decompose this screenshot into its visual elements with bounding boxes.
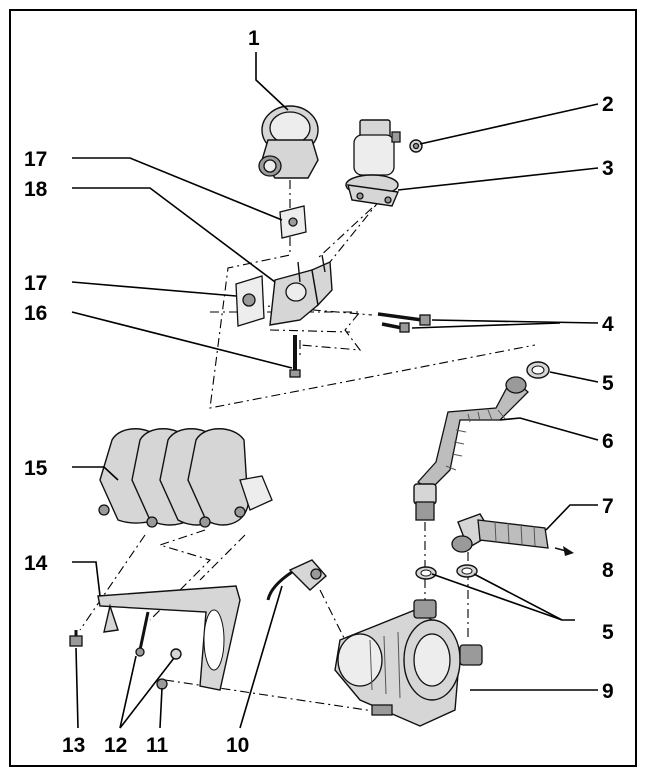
part-3-solenoid-valve (345, 119, 401, 207)
callout-12: 12 (104, 734, 127, 757)
fasteners-11-12-13 (69, 611, 182, 690)
callout-8: 8 (602, 559, 614, 582)
part-1-combination-valve (258, 105, 319, 179)
part-17-upper-gasket (279, 205, 307, 239)
callout-10: 10 (226, 734, 249, 757)
part-5-lower-seals (415, 564, 478, 580)
callout-2: 2 (602, 93, 614, 116)
part-9-air-pump (334, 599, 483, 727)
callout-3: 3 (602, 157, 614, 180)
part-7-hose (451, 513, 549, 553)
callout-6: 6 (602, 430, 614, 453)
callout-17-lower: 17 (24, 272, 47, 295)
callout-5-upper: 5 (602, 372, 614, 395)
callout-labels: 1 2 3 4 5 6 7 8 5 9 10 11 12 13 14 15 16… (24, 27, 614, 757)
callout-9: 9 (602, 680, 614, 703)
callout-15: 15 (24, 457, 48, 480)
callout-11: 11 (146, 734, 169, 757)
part-10-wiring-connector (266, 559, 327, 601)
part-17-lower-gasket (235, 275, 265, 327)
part-4-bolts (377, 312, 431, 333)
assembly-lines (79, 180, 536, 713)
part-6-corrugated-hose (413, 376, 529, 521)
callout-1: 1 (248, 27, 260, 50)
callout-7: 7 (602, 495, 614, 518)
callout-13: 13 (62, 734, 85, 757)
part-2-nut (409, 139, 423, 153)
part-15-intake-manifold (98, 428, 273, 528)
callout-16: 16 (24, 302, 47, 325)
callout-5-lower: 5 (602, 621, 614, 644)
part-16-bolt (289, 335, 301, 378)
callout-14: 14 (24, 552, 48, 575)
callout-17-upper: 17 (24, 148, 47, 171)
leader-lines (71, 52, 599, 729)
callout-4: 4 (602, 313, 614, 336)
diagram-frame (9, 9, 637, 767)
part-18-bracket (269, 254, 333, 326)
part-14-support-bracket (97, 585, 241, 691)
part-8-direction-arrow (554, 546, 574, 556)
callout-18: 18 (24, 178, 48, 201)
part-5-upper-seal (526, 361, 550, 379)
